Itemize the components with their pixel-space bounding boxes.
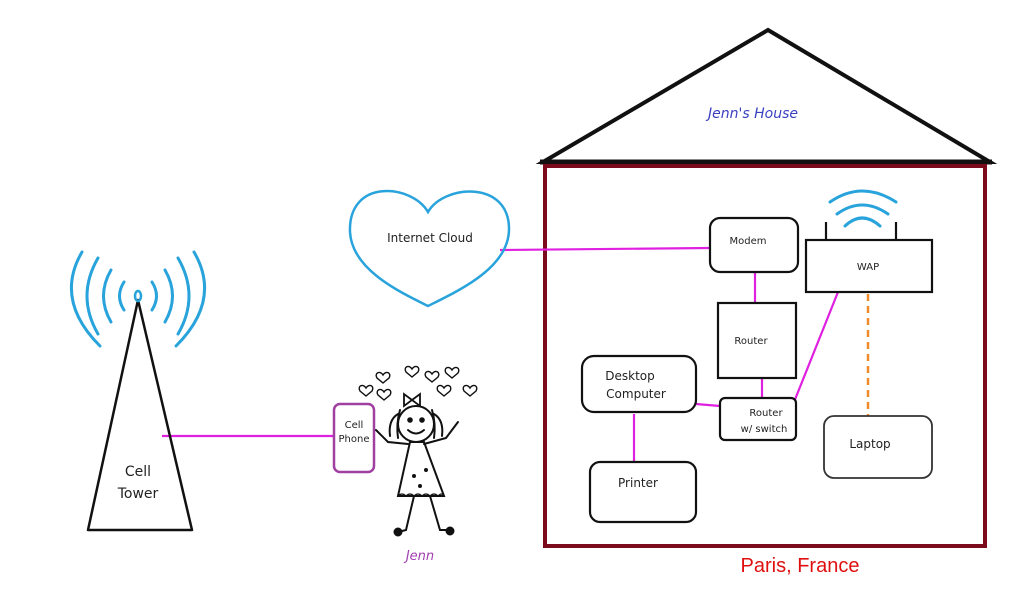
- laptop-box: [823, 415, 933, 479]
- cable-wap-routerswitch: [792, 291, 840, 403]
- person-head: [397, 405, 435, 443]
- cell-tower: Cell Tower: [69, 250, 207, 532]
- house: Jenn's House: [535, 27, 998, 548]
- cables: [162, 246, 840, 462]
- laptop-label: Laptop: [849, 437, 890, 451]
- internet-cloud: Internet Cloud: [348, 189, 511, 308]
- desktop-computer: Desktop Computer: [580, 354, 698, 414]
- location-caption: Paris, France: [741, 555, 860, 577]
- hearts-icon: [358, 365, 478, 401]
- house-title: Jenn's House: [705, 106, 798, 122]
- hair-bow: [403, 392, 421, 408]
- cell-phone-label-line2: Phone: [339, 434, 370, 445]
- router-label: Router: [734, 336, 768, 347]
- cable-desktop-routerswitch: [695, 402, 721, 408]
- wap-label: WAP: [857, 262, 879, 273]
- laptop: Laptop: [823, 415, 933, 479]
- house-roof: [535, 27, 998, 164]
- cell-tower-body: [86, 298, 194, 532]
- person-name: Jenn: [403, 549, 434, 564]
- printer: Printer: [588, 460, 698, 524]
- cell-tower-label-line2: Tower: [117, 486, 159, 502]
- cell-tower-label-line1: Cell: [125, 464, 151, 480]
- router: Router: [716, 301, 798, 380]
- modem: Modem: [708, 216, 800, 274]
- signal-waves-icon: [69, 250, 207, 348]
- modem-label: Modem: [730, 236, 767, 247]
- modem-box: [708, 216, 800, 274]
- router-box: [716, 301, 798, 380]
- printer-label: Printer: [618, 476, 658, 490]
- printer-box: [588, 460, 698, 524]
- wap-box: [804, 238, 934, 294]
- desktop-label-line1: Desktop: [605, 369, 655, 383]
- person-jenn: [358, 365, 478, 537]
- cell-phone-body: [332, 402, 376, 474]
- wifi-icon: [828, 189, 898, 228]
- cell-phone: Cell Phone: [332, 402, 376, 474]
- desktop-box: [580, 354, 698, 414]
- router-switch-box: [718, 396, 798, 442]
- router-switch: Router w/ switch: [718, 396, 798, 442]
- heart-icon: [348, 189, 511, 308]
- desktop-label-line2: Computer: [606, 387, 666, 401]
- person-dress: [396, 441, 446, 497]
- cable-cloud-modem: [499, 246, 711, 252]
- cell-phone-label-line1: Cell: [345, 420, 364, 431]
- cell-tower-antenna: [133, 289, 143, 303]
- house-wall: [543, 164, 987, 548]
- internet-cloud-label: Internet Cloud: [387, 231, 473, 245]
- router-switch-label-line2: w/ switch: [741, 424, 788, 435]
- router-switch-label-line1: Router: [749, 408, 783, 419]
- wap: WAP: [804, 189, 934, 294]
